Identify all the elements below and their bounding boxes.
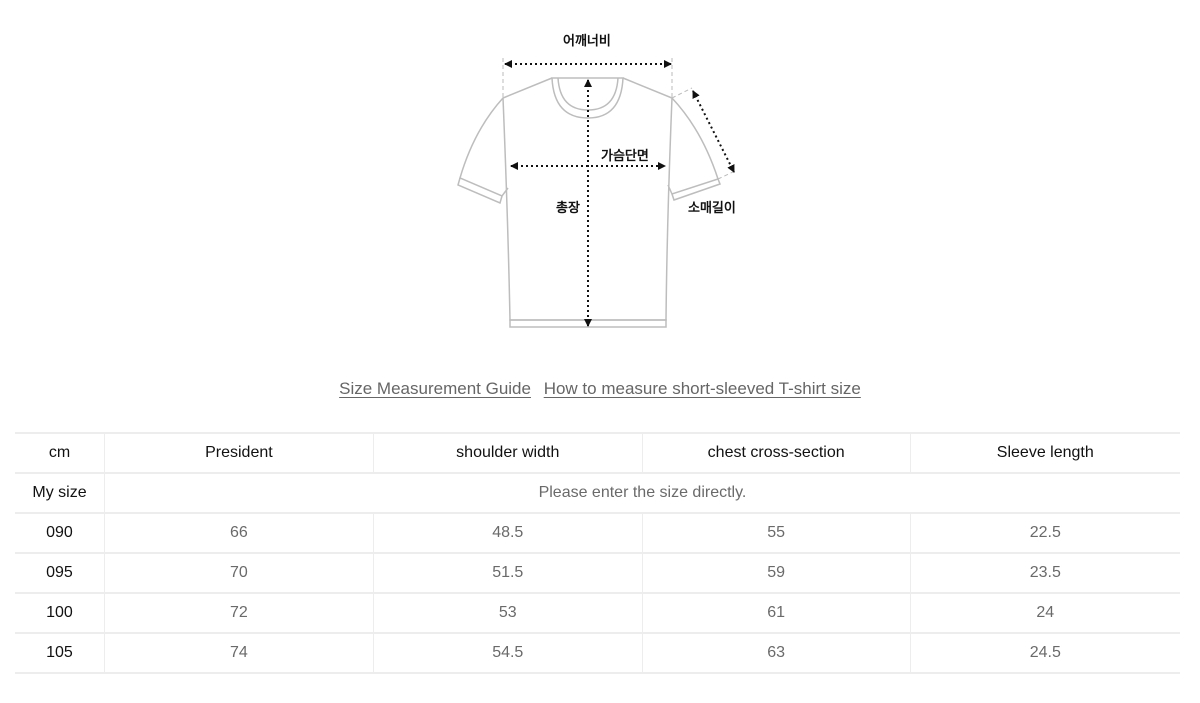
my-size-input-hint[interactable]: Please enter the size directly. [103, 472, 1180, 514]
total-length-value: 66 [103, 512, 374, 554]
shoulder-width-value: 53 [372, 592, 643, 634]
table-header-row: cm President shoulder width chest cross-… [15, 432, 1180, 474]
header-shoulder-width: shoulder width [372, 432, 643, 474]
header-total-length: President [103, 432, 374, 474]
sleeve-length-value: 24 [909, 592, 1180, 634]
table-row: 095 70 51.5 59 23.5 [15, 552, 1180, 594]
chest-value: 63 [641, 632, 911, 674]
shoulder-width-value: 54.5 [372, 632, 643, 674]
sleeve-length-label: 소매길이 [688, 201, 736, 216]
header-unit: cm [15, 432, 105, 474]
my-size-row: My size Please enter the size directly. [15, 472, 1180, 514]
chest-value: 61 [641, 592, 911, 634]
shoulder-width-label: 어깨너비 [563, 34, 611, 49]
tshirt-outline-icon [457, 58, 736, 328]
total-length-value: 72 [103, 592, 374, 634]
total-length-value: 74 [103, 632, 374, 674]
table-row: 090 66 48.5 55 22.5 [15, 512, 1180, 554]
table-row: 105 74 54.5 63 24.5 [15, 632, 1180, 674]
how-to-measure-link[interactable]: How to measure short-sleeved T-shirt siz… [543, 379, 861, 398]
total-length-value: 70 [103, 552, 374, 594]
size-measurement-guide-link[interactable]: Size Measurement Guide [339, 379, 531, 398]
size-label: 100 [15, 592, 105, 634]
chest-cross-section-label: 가슴단면 [601, 149, 649, 164]
measurement-links: Size Measurement Guide How to measure sh… [0, 379, 1200, 399]
header-chest-cross-section: chest cross-section [641, 432, 911, 474]
my-size-label: My size [15, 472, 105, 514]
shoulder-width-value: 48.5 [372, 512, 643, 554]
sleeve-length-value: 22.5 [909, 512, 1180, 554]
shoulder-width-value: 51.5 [372, 552, 643, 594]
table-row: 100 72 53 61 24 [15, 592, 1180, 634]
header-sleeve-length: Sleeve length [909, 432, 1180, 474]
sleeve-length-value: 23.5 [909, 552, 1180, 594]
tshirt-measurement-diagram: 어깨너비 가슴단면 총장 소매길이 [450, 20, 750, 340]
size-table: cm President shoulder width chest cross-… [15, 432, 1180, 674]
total-length-label: 총장 [556, 201, 580, 216]
sleeve-length-value: 24.5 [909, 632, 1180, 674]
size-label: 095 [15, 552, 105, 594]
chest-value: 55 [641, 512, 911, 554]
size-label: 090 [15, 512, 105, 554]
chest-value: 59 [641, 552, 911, 594]
size-label: 105 [15, 632, 105, 674]
